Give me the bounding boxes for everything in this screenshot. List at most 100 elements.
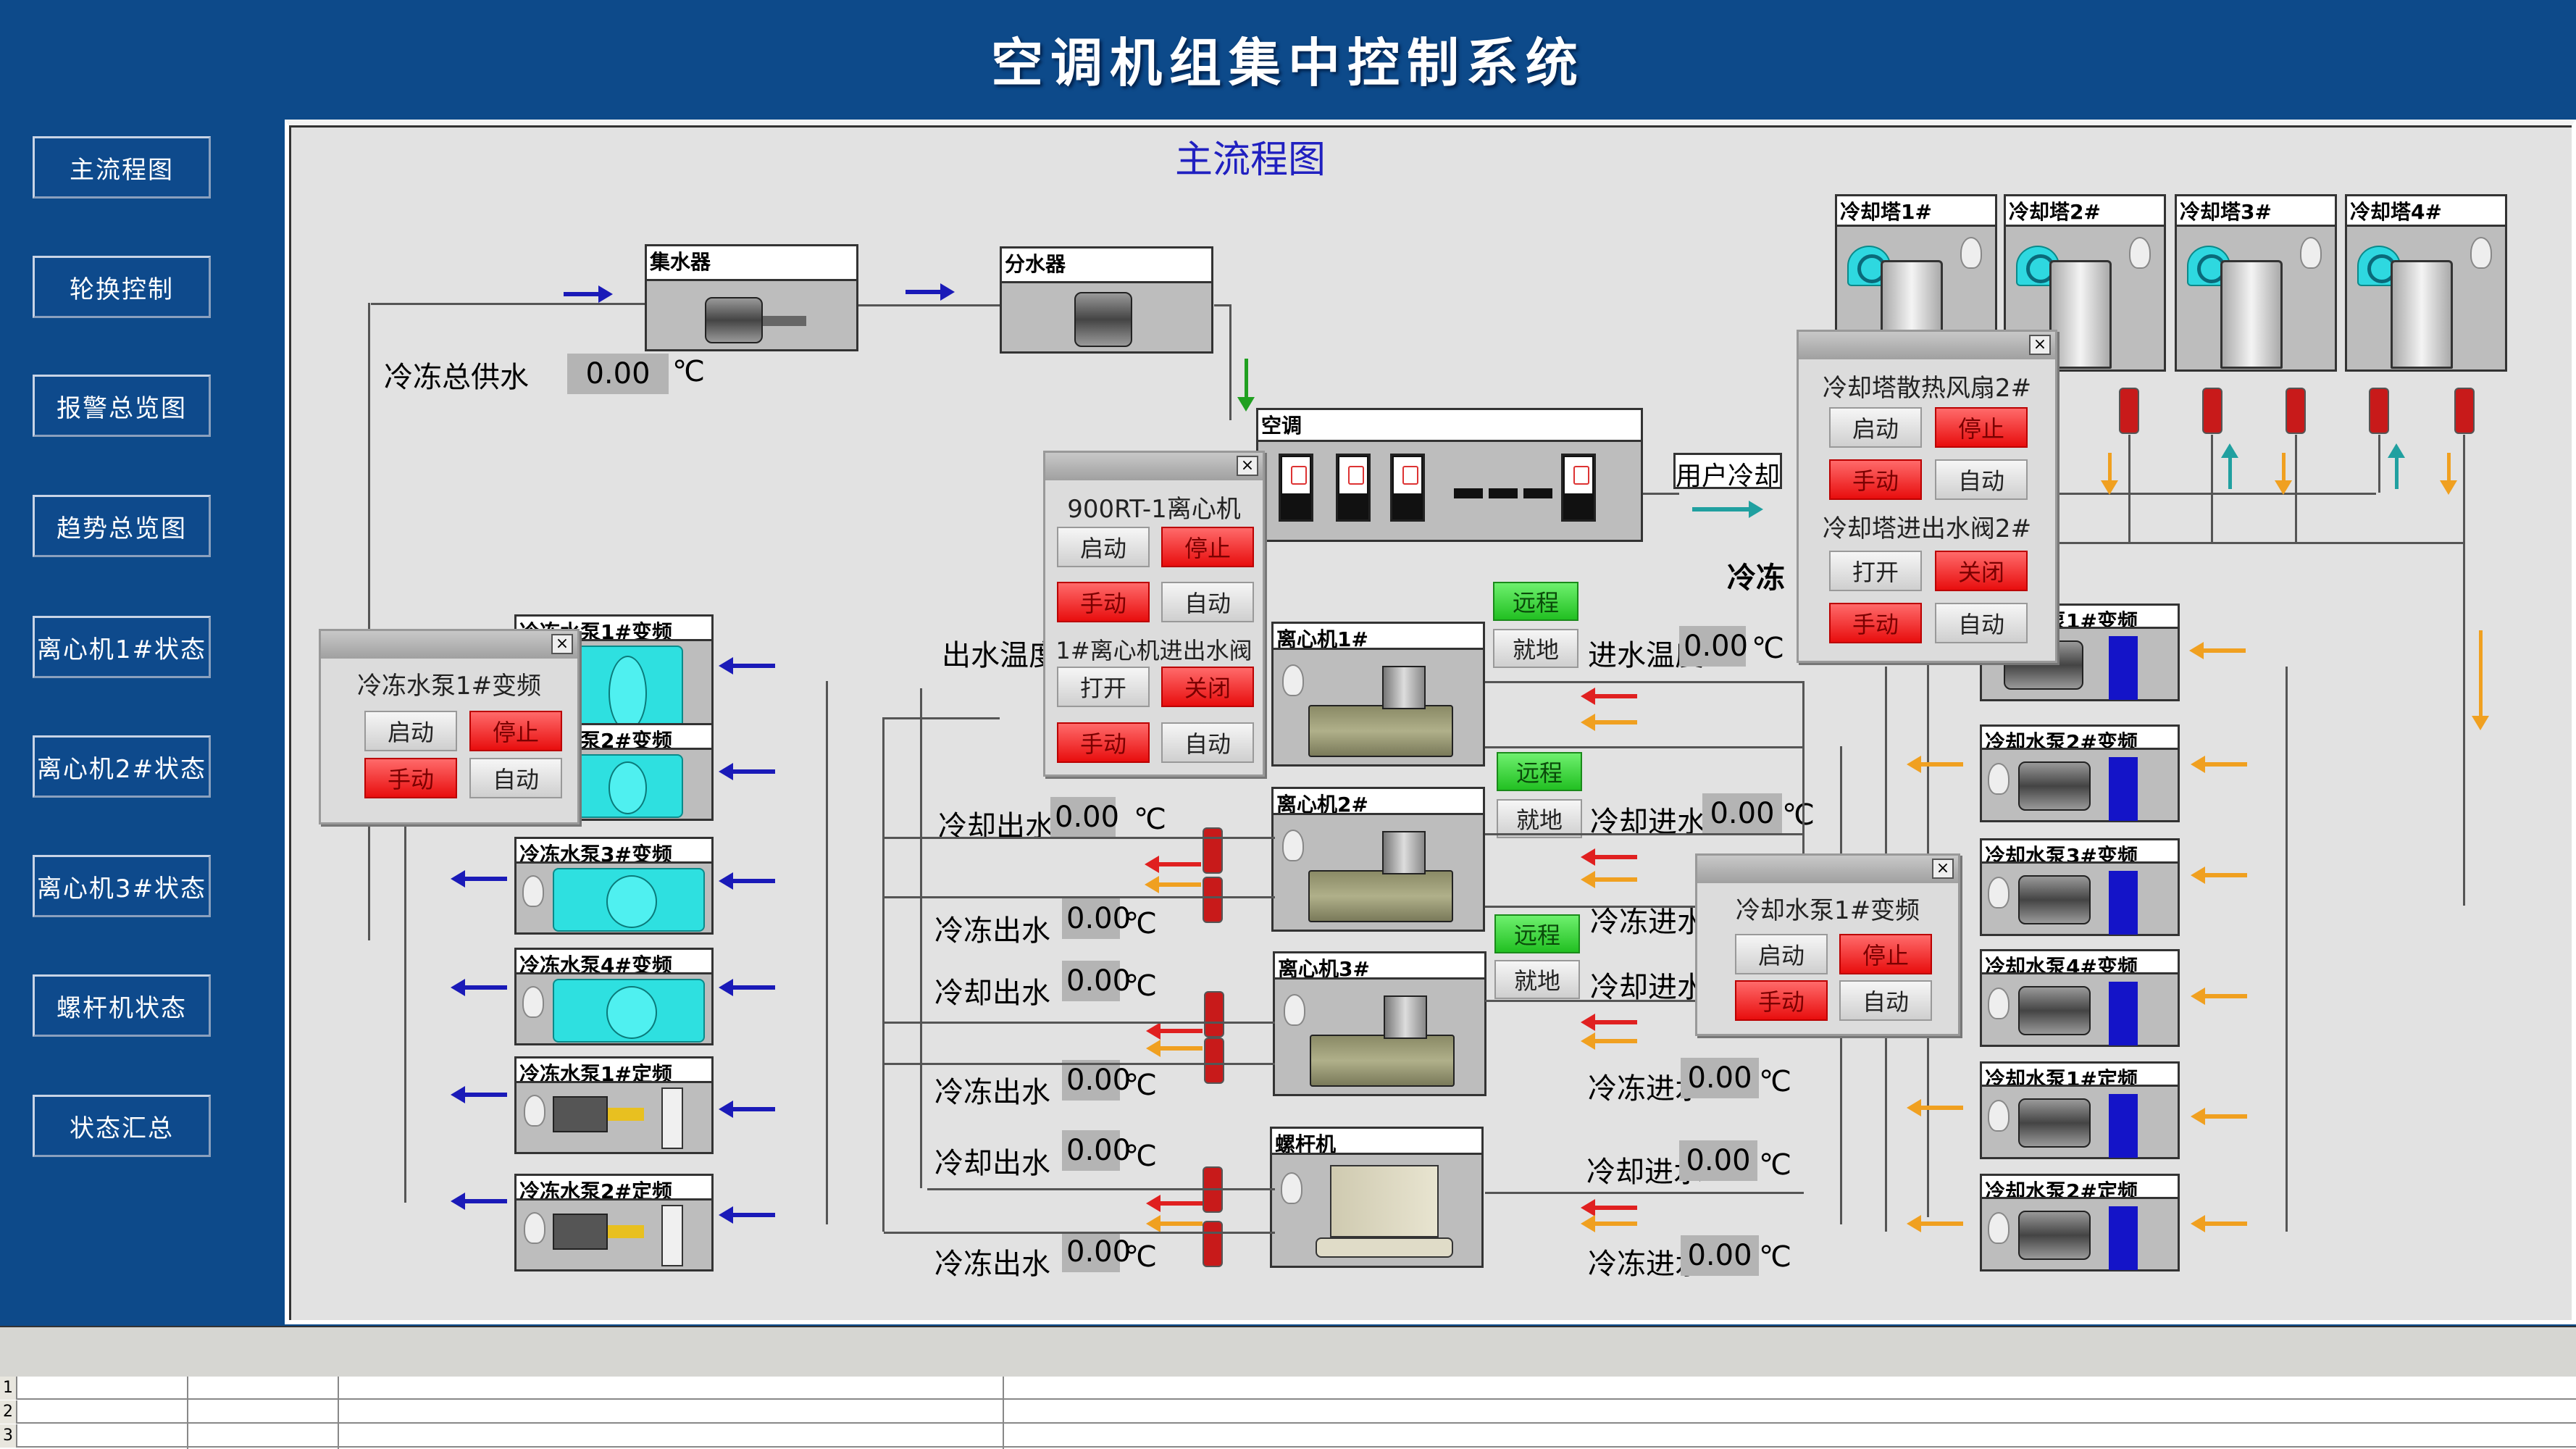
pipe (1485, 1000, 1804, 1002)
screw-chiller[interactable]: 螺杆机 (1270, 1127, 1484, 1268)
stop-button[interactable]: 停止 (1161, 527, 1254, 567)
grid-row[interactable]: 1 (0, 1377, 2576, 1400)
pipe (927, 1188, 1275, 1190)
auto-button[interactable]: 自动 (1161, 722, 1254, 763)
auto-button[interactable]: 自动 (1935, 603, 2028, 643)
cooling-tower-2-label: 冷却塔2# (2006, 196, 2164, 227)
aircon-label: 空调 (1258, 410, 1641, 442)
manual-button[interactable]: 手动 (1057, 722, 1150, 763)
start-button[interactable]: 启动 (364, 711, 457, 751)
chilled-pump-4[interactable]: 冷冻水泵4#变频 (514, 948, 714, 1045)
popup-heading: 900RT-1离心机 (1067, 495, 1241, 524)
popup-subheading: 1#离心机进出水阀 (1055, 637, 1253, 664)
sidebar-item-chiller3-status[interactable]: 离心机3#状态 (33, 855, 211, 917)
chilled-pump-fixed-2[interactable]: 冷冻水泵2#定频 (514, 1174, 714, 1271)
local-button-2[interactable]: 就地 (1497, 799, 1582, 838)
valve-icon[interactable] (1204, 1037, 1224, 1084)
stop-button[interactable]: 停止 (469, 711, 562, 751)
pipe (371, 303, 646, 305)
auto-button[interactable]: 自动 (1161, 582, 1254, 622)
cooling-tower-2[interactable]: 冷却塔2# (2004, 194, 2166, 372)
popup-titlebar[interactable] (1799, 332, 2055, 359)
local-button-1[interactable]: 就地 (1493, 629, 1578, 668)
auto-button[interactable]: 自动 (1839, 980, 1932, 1021)
cooling-pump-4-label: 冷却水泵4#变频 (1982, 951, 2178, 974)
sidebar-item-rotation-control[interactable]: 轮换控制 (33, 256, 211, 318)
cooling-pump-3[interactable]: 冷却水泵3#变频 (1980, 838, 2180, 936)
local-button-3[interactable]: 就地 (1494, 960, 1580, 999)
valve-icon[interactable] (2119, 388, 2139, 434)
manual-button[interactable]: 手动 (1057, 582, 1150, 622)
remote-button-3[interactable]: 远程 (1494, 914, 1580, 953)
manual-button[interactable]: 手动 (1735, 980, 1828, 1021)
chiller-2[interactable]: 离心机2# (1271, 787, 1485, 932)
cooling-pump-4[interactable]: 冷却水泵4#变频 (1980, 949, 2180, 1047)
cooling-tower-4[interactable]: 冷却塔4# (2345, 194, 2507, 372)
auto-button[interactable]: 自动 (469, 758, 562, 798)
start-button[interactable]: 启动 (1057, 527, 1150, 567)
data-grid[interactable]: 1 2 3 (0, 1377, 2576, 1449)
chilled-pump-fixed-1[interactable]: 冷冻水泵1#定频 (514, 1056, 714, 1154)
sidebar-item-main-flow[interactable]: 主流程图 (33, 136, 211, 199)
stop-button[interactable]: 停止 (1839, 934, 1932, 974)
sidebar-item-alarm-overview[interactable]: 报警总览图 (33, 375, 211, 437)
sidebar-item-chiller1-status[interactable]: 离心机1#状态 (33, 616, 211, 678)
remote-button-1[interactable]: 远程 (1493, 582, 1578, 621)
manual-button[interactable]: 手动 (1829, 603, 1922, 643)
chilled-pump-fixed-1-label: 冷冻水泵1#定频 (517, 1058, 711, 1083)
row-number: 1 (0, 1377, 17, 1400)
open-valve-button[interactable]: 打开 (1057, 667, 1150, 707)
cooling-pump-fixed-1[interactable]: 冷却水泵1#定频 (1980, 1061, 2180, 1159)
close-icon[interactable]: × (1237, 456, 1258, 476)
start-button[interactable]: 启动 (1829, 407, 1922, 448)
distributor-label: 分水器 (1002, 249, 1211, 283)
collector-equipment[interactable]: 集水器 (645, 244, 858, 351)
chiller-3[interactable]: 离心机3# (1273, 951, 1486, 1096)
sidebar-item-chiller2-status[interactable]: 离心机2#状态 (33, 735, 211, 798)
distributor-equipment[interactable]: 分水器 (1000, 246, 1213, 354)
valve-icon[interactable] (1203, 877, 1223, 923)
sidebar-item-status-summary[interactable]: 状态汇总 (33, 1095, 211, 1157)
cooling-pump-2[interactable]: 冷却水泵2#变频 (1980, 724, 2180, 822)
valve-icon[interactable] (1204, 991, 1224, 1037)
status-lamp-icon (1282, 664, 1304, 696)
user-cooling-label: 用户冷却 (1673, 453, 1782, 489)
valve-icon[interactable] (2202, 388, 2222, 434)
popup-titlebar[interactable] (321, 631, 577, 659)
start-button[interactable]: 启动 (1735, 934, 1828, 974)
sidebar-item-screw-status[interactable]: 螺杆机状态 (33, 974, 211, 1037)
valve-icon[interactable] (1203, 827, 1223, 874)
cooling-pump-fixed-2[interactable]: 冷却水泵2#定频 (1980, 1174, 2180, 1271)
valve-icon[interactable] (2369, 388, 2389, 434)
auto-button[interactable]: 自动 (1935, 459, 2028, 500)
status-lamp-icon (1988, 987, 2010, 1019)
cooling-tower-3[interactable]: 冷却塔3# (2175, 194, 2337, 372)
valve-icon[interactable] (1203, 1221, 1223, 1267)
grid-row[interactable]: 2 (0, 1400, 2576, 1424)
close-icon[interactable]: × (1932, 859, 1954, 879)
manual-button[interactable]: 手动 (1829, 459, 1922, 500)
stop-button[interactable]: 停止 (1935, 407, 2028, 448)
close-valve-button[interactable]: 关闭 (1161, 667, 1254, 707)
chilled-supply-value: 0.00 (567, 354, 669, 394)
chilled-pump-3[interactable]: 冷冻水泵3#变频 (514, 837, 714, 935)
valve-icon[interactable] (2286, 388, 2306, 434)
popup-titlebar[interactable] (1045, 453, 1263, 480)
status-lamp-icon (522, 875, 544, 907)
compressor-icon (1382, 666, 1426, 709)
chiller-1[interactable]: 离心机1# (1271, 622, 1485, 767)
aircon-equipment[interactable]: 空调 (1256, 408, 1643, 542)
valve-icon[interactable] (2454, 388, 2475, 434)
close-icon[interactable]: × (2029, 335, 2051, 355)
flow-arrow-right-icon (1692, 501, 1763, 518)
sidebar-item-trend-overview[interactable]: 趋势总览图 (33, 495, 211, 557)
manual-button[interactable]: 手动 (364, 758, 457, 798)
popup-titlebar[interactable] (1697, 856, 1958, 883)
pipe (884, 717, 1000, 719)
open-valve-button[interactable]: 打开 (1829, 551, 1922, 591)
close-icon[interactable]: × (551, 634, 573, 654)
grid-row[interactable]: 3 (0, 1424, 2576, 1448)
close-valve-button[interactable]: 关闭 (1935, 551, 2028, 591)
remote-button-2[interactable]: 远程 (1497, 752, 1582, 791)
chiller-3-label: 离心机3# (1275, 953, 1484, 980)
